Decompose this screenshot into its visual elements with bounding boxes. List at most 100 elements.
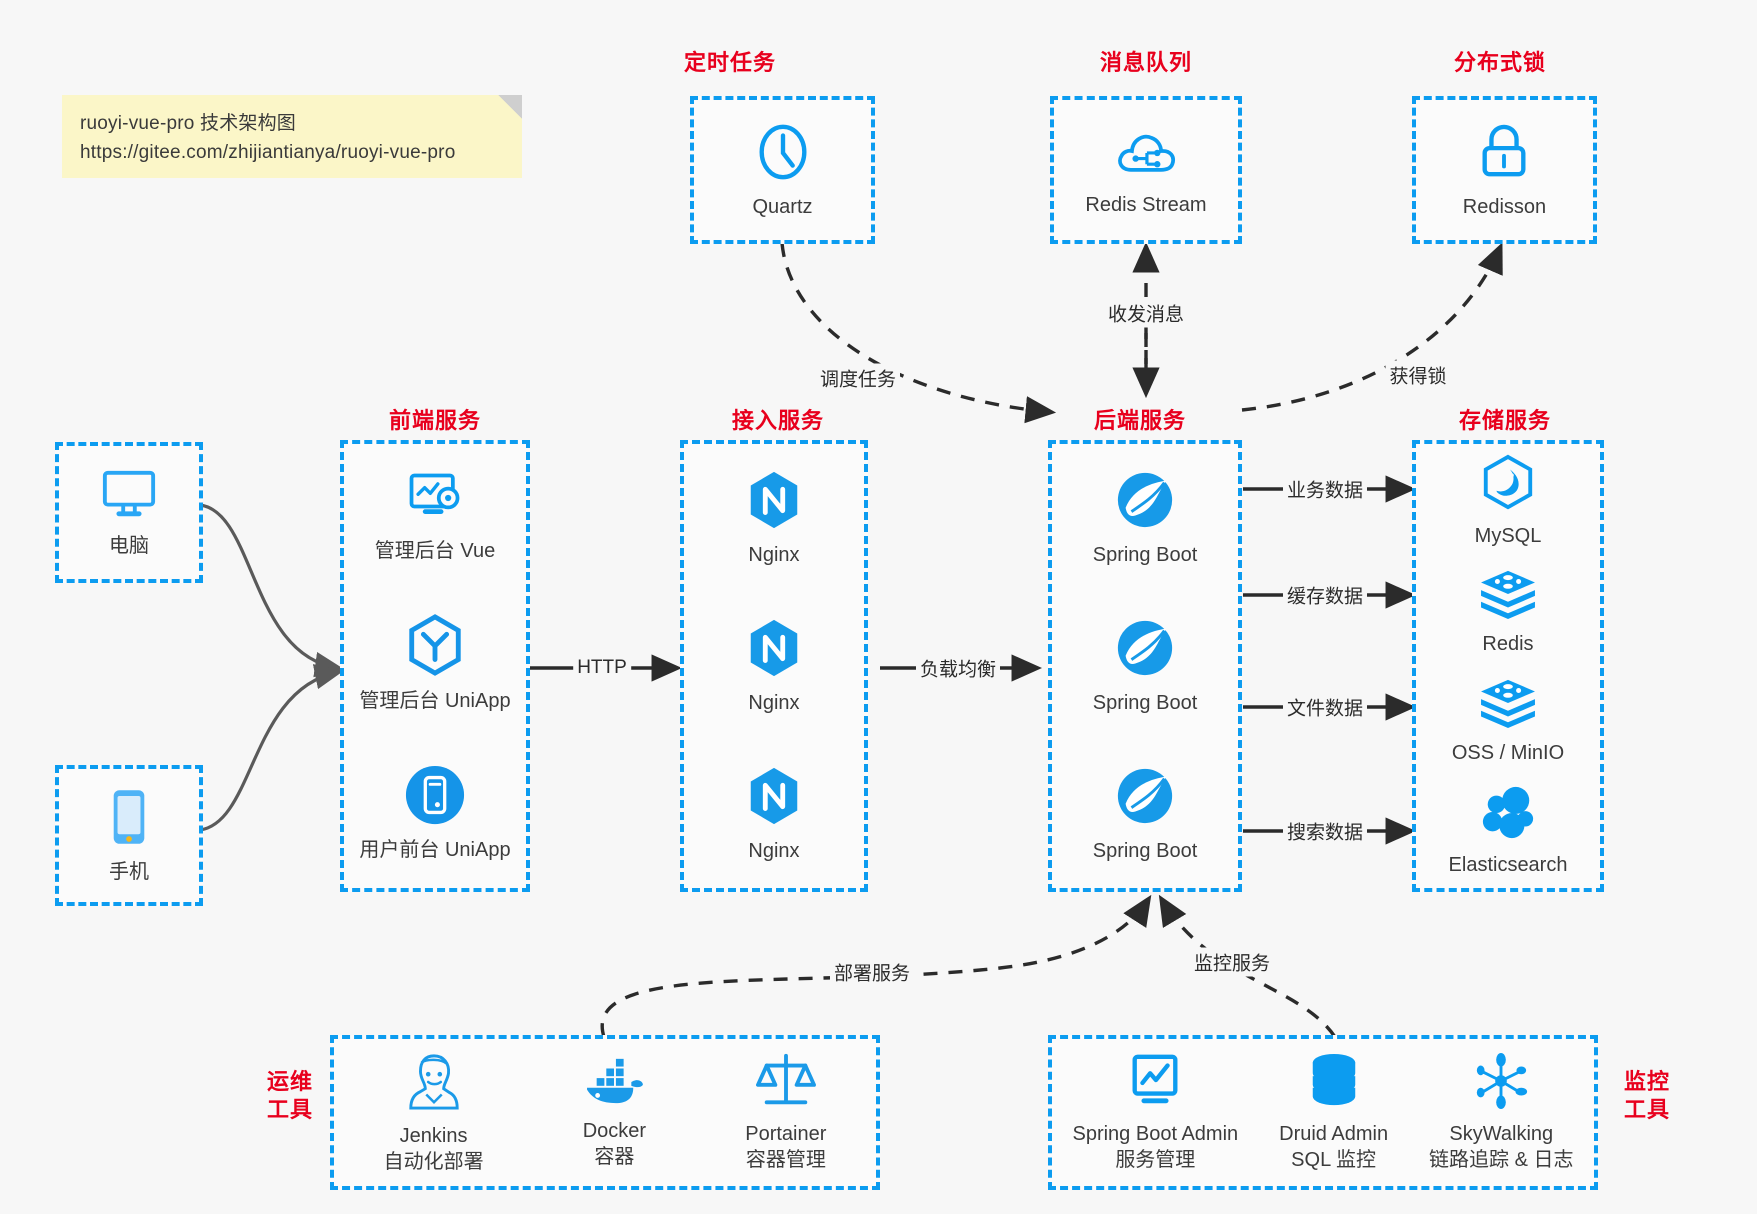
node-subtitle: 自动化部署 — [383, 1151, 484, 1173]
group-box-mq[interactable]: Redis Stream — [1050, 96, 1242, 244]
group-title-gateway: 接入服务 — [731, 408, 824, 433]
group-title-monitor-line2: 工具 — [1623, 1096, 1670, 1122]
wire-desktop-to-frontend — [199, 503, 344, 678]
node-label: Portainer — [745, 1123, 827, 1145]
node-label: Spring Boot — [1092, 691, 1198, 714]
node-label: Nginx — [748, 839, 800, 862]
group-box-lock[interactable]: Redisson — [1412, 96, 1597, 244]
note-fold-corner — [498, 95, 522, 119]
node-spring-boot-admin[interactable]: Spring Boot Admin 服务管理 — [1072, 1052, 1238, 1173]
node-label: Druid Admin — [1279, 1123, 1389, 1145]
node-label: Jenkins — [399, 1125, 468, 1147]
node-desktop[interactable]: 电脑 — [99, 466, 159, 559]
edge-label-business-data: 业务数据 — [1282, 474, 1368, 504]
oss-stack-icon — [1478, 677, 1538, 734]
node-nginx-1[interactable]: Nginx — [745, 469, 803, 568]
monitor-chart-icon — [1124, 1052, 1186, 1115]
node-elasticsearch[interactable]: Elasticsearch — [1448, 785, 1568, 878]
group-title-frontend: 前端服务 — [388, 408, 481, 433]
sticky-note: ruoyi-vue-pro 技术架构图 https://gitee.com/zh… — [62, 95, 522, 178]
node-subtitle: 服务管理 — [1115, 1149, 1196, 1171]
node-label: 用户前台 UniApp — [359, 839, 511, 862]
node-spring-boot-3[interactable]: Spring Boot — [1092, 765, 1198, 864]
node-jenkins[interactable]: Jenkins 自动化部署 — [384, 1050, 484, 1175]
node-label: Nginx — [748, 691, 800, 714]
node-label: Redisson — [1462, 195, 1547, 218]
nginx-icon — [745, 765, 803, 832]
group-title-mq: 消息队列 — [1099, 50, 1192, 75]
group-box-storage[interactable]: MySQL Redis — [1412, 440, 1604, 892]
desktop-icon — [99, 466, 159, 527]
node-docker[interactable]: Docker 容器 — [583, 1055, 646, 1170]
group-box-monitor[interactable]: Spring Boot Admin 服务管理 Druid Admin SQL 监… — [1048, 1035, 1598, 1190]
node-mobile[interactable]: 手机 — [107, 786, 151, 885]
edge-label-monitor-service: 监控服务 — [1189, 947, 1275, 977]
group-title-devops-line1: 运维 — [266, 1069, 313, 1094]
edge-label-acquire-lock: 获得锁 — [1385, 360, 1451, 390]
group-box-client-desktop[interactable]: 电脑 — [55, 442, 203, 583]
node-spring-boot-1[interactable]: Spring Boot — [1092, 469, 1198, 568]
node-user-uniapp[interactable]: 用户前台 UniApp — [359, 764, 511, 863]
node-redisson[interactable]: Redisson — [1463, 121, 1546, 220]
group-title-lock: 分布式锁 — [1453, 50, 1546, 75]
note-line-url: https://gitee.com/zhijiantianya/ruoyi-vu… — [80, 142, 456, 164]
node-nginx-3[interactable]: Nginx — [745, 765, 803, 864]
wire-acquire-lock — [1241, 242, 1503, 412]
node-spring-boot-2[interactable]: Spring Boot — [1092, 617, 1198, 716]
note-line-title: ruoyi-vue-pro 技术架构图 — [80, 113, 297, 134]
mysql-icon — [1479, 454, 1537, 517]
skywalking-icon — [1472, 1052, 1530, 1115]
node-quartz[interactable]: Quartz — [752, 121, 814, 220]
nginx-icon — [745, 469, 803, 536]
jenkins-icon — [405, 1050, 463, 1117]
group-title-storage: 存储服务 — [1458, 408, 1551, 433]
node-admin-vue[interactable]: 管理后台 Vue — [375, 469, 495, 564]
group-title-devops-line2: 工具 — [266, 1096, 313, 1122]
node-redis[interactable]: Redis — [1478, 568, 1538, 657]
node-mysql[interactable]: MySQL — [1474, 454, 1542, 549]
node-label: Spring Boot — [1092, 839, 1198, 862]
group-title-devops: 运维 工具 — [255, 1068, 325, 1123]
cloud-stream-icon — [1115, 123, 1177, 186]
node-label: Redis — [1482, 633, 1534, 656]
spring-boot-icon — [1114, 469, 1176, 536]
group-box-frontend[interactable]: 管理后台 Vue 管理后台 UniApp 用户前台 UniApp — [340, 440, 530, 892]
node-subtitle: 容器管理 — [745, 1149, 826, 1171]
group-box-backend[interactable]: Spring Boot Spring Boot Spring Boot — [1048, 440, 1242, 892]
circle-phone-icon — [404, 764, 466, 831]
spring-boot-icon — [1114, 617, 1176, 684]
group-box-gateway[interactable]: Nginx Nginx Nginx — [680, 440, 868, 892]
node-label: MySQL — [1474, 524, 1542, 547]
node-nginx-2[interactable]: Nginx — [745, 617, 803, 716]
elasticsearch-icon — [1479, 785, 1537, 846]
node-label: Elasticsearch — [1448, 854, 1568, 877]
node-label: Redis Stream — [1085, 193, 1207, 216]
node-label: 管理后台 UniApp — [359, 690, 511, 713]
node-portainer[interactable]: Portainer 容器管理 — [745, 1052, 826, 1173]
node-label: 管理后台 Vue — [374, 539, 496, 562]
group-box-devops[interactable]: Jenkins 自动化部署 Docker 容器 — [330, 1035, 880, 1190]
group-title-monitor: 监控 工具 — [1612, 1068, 1682, 1123]
wire-mobile-to-frontend — [199, 664, 344, 832]
node-druid-admin[interactable]: Druid Admin SQL 监控 — [1279, 1052, 1388, 1173]
node-skywalking[interactable]: SkyWalking 链路追踪 & 日志 — [1429, 1052, 1574, 1173]
edge-label-load-balance: 负载均衡 — [915, 653, 1001, 683]
group-title-monitor-line1: 监控 — [1623, 1069, 1670, 1094]
edge-label-http: HTTP — [573, 656, 631, 680]
node-label: SkyWalking — [1449, 1123, 1554, 1145]
node-label: Spring Boot — [1092, 543, 1198, 566]
group-box-client-mobile[interactable]: 手机 — [55, 765, 203, 906]
edge-label-cache-data: 缓存数据 — [1282, 580, 1368, 610]
node-label: Nginx — [748, 543, 800, 566]
edge-label-file-data: 文件数据 — [1282, 692, 1368, 722]
group-box-scheduler[interactable]: Quartz — [690, 96, 875, 244]
node-oss-minio[interactable]: OSS / MinIO — [1452, 677, 1564, 766]
nginx-icon — [745, 617, 803, 684]
mobile-icon — [107, 786, 151, 853]
node-label: 手机 — [109, 861, 149, 883]
node-admin-uniapp[interactable]: 管理后台 UniApp — [359, 613, 511, 714]
node-redis-stream[interactable]: Redis Stream — [1085, 123, 1207, 218]
monitor-gear-icon — [404, 469, 466, 532]
node-subtitle: 容器 — [594, 1146, 635, 1168]
hexagon-y-icon — [404, 613, 466, 682]
